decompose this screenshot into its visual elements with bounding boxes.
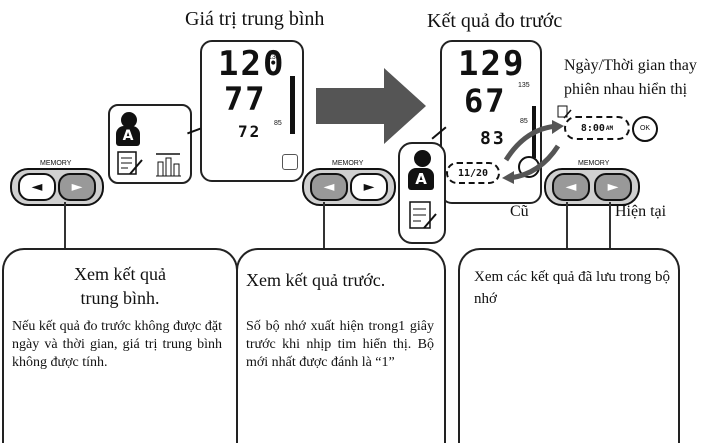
user-a-icon: A <box>408 168 434 190</box>
box-average-body: Nếu kết quả đo trước không được đặt ngày… <box>12 319 222 370</box>
memory-label: MEMORY <box>40 160 72 167</box>
user-a-icon: A <box>116 126 140 146</box>
next-button[interactable]: ► <box>350 173 388 201</box>
box-average-title: Xem kết quả trung bình. <box>74 264 166 308</box>
connector-line <box>64 202 66 252</box>
prev-button[interactable]: ◄ <box>552 173 590 201</box>
user-head-icon <box>414 150 431 167</box>
box-previous: Xem kết quả trước. Số bộ nhớ xuất hiện t… <box>236 248 446 443</box>
title-average: Giá trị trung bình <box>185 8 325 30</box>
note-pen-icon <box>557 105 572 119</box>
lcd-dia-value: 77 <box>224 80 267 118</box>
big-arrow-icon <box>316 68 426 144</box>
box-memory-body: Xem các kết quả đã lưu trong bộ nhớ <box>474 269 670 307</box>
memory-buttons-3: ◄ ► <box>544 168 640 206</box>
icon-card-right: A <box>398 142 446 244</box>
box-previous-body: Số bộ nhớ xuất hiện trong1 giây trước kh… <box>246 319 434 370</box>
connector-line <box>609 202 611 256</box>
note-pen-icon <box>409 201 437 229</box>
scale-mid-label: 85 <box>520 118 528 125</box>
next-button[interactable]: ► <box>594 173 632 201</box>
lcd-prev-pulse-value: 83 <box>480 128 506 149</box>
date-bubble: 11/20 <box>446 162 500 184</box>
prev-button[interactable]: ◄ <box>310 173 348 201</box>
label-current: Hiện tại <box>615 203 667 220</box>
box-previous-title: Xem kết quả trước. <box>246 270 386 290</box>
memory-buttons-2: ◄ ► <box>302 168 396 206</box>
label-old: Cũ <box>510 203 529 220</box>
average-chart-icon <box>156 153 181 177</box>
memory-label: MEMORY <box>578 160 610 167</box>
lcd-pulse-value: 72 <box>238 122 262 141</box>
connector-line <box>323 202 325 252</box>
scale-top-label: 135 <box>518 82 530 89</box>
lcd-prev-dia-value: 67 <box>464 82 507 120</box>
note-date-time: Ngày/Thời gian thay phiên nhau hiển thị <box>564 57 697 98</box>
lcd-average: 120 77 72 135 85 <box>200 40 304 182</box>
box-memory: Xem các kết quả đã lưu trong bộ nhớ <box>458 248 680 443</box>
box-average: Xem kết quả trung bình. Nếu kết quả đo t… <box>2 248 238 443</box>
switch-arrows-icon <box>502 120 564 184</box>
memory-buttons-1: ◄ ► <box>10 168 104 206</box>
ok-icon: OK <box>632 116 658 142</box>
memory-label: MEMORY <box>332 160 364 167</box>
title-previous: Kết quả đo trước <box>427 10 563 32</box>
level-bar <box>290 76 295 134</box>
note-pen-icon <box>117 151 143 175</box>
lcd-sys-value: 120 <box>218 44 286 84</box>
next-button[interactable]: ► <box>58 173 96 201</box>
scale-top-label: 135 <box>268 54 280 61</box>
lcd-prev-sys-value: 129 <box>458 44 526 84</box>
connector-line <box>566 202 568 256</box>
icon-card-left: A <box>108 104 192 184</box>
prev-button[interactable]: ◄ <box>18 173 56 201</box>
indicator-box <box>282 154 298 170</box>
scale-mid-label: 85 <box>274 120 282 127</box>
